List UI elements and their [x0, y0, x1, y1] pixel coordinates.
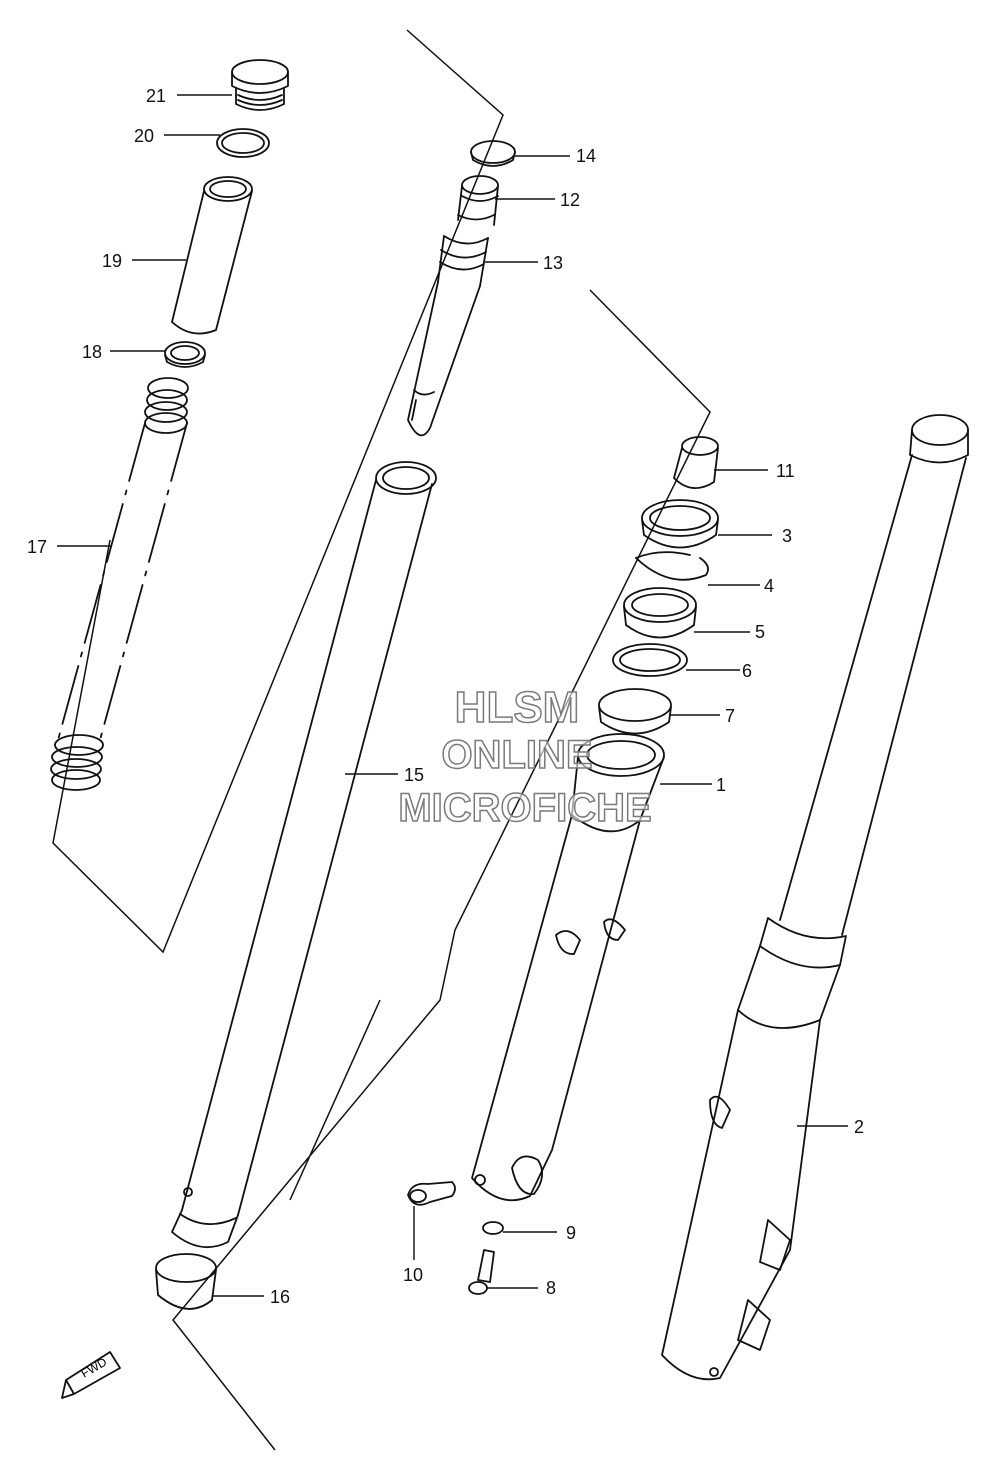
callout-10: 10 — [403, 1265, 423, 1285]
callout-16: 16 — [270, 1287, 290, 1307]
callout-14: 14 — [576, 146, 596, 166]
part-10-axle-bolt[interactable] — [407, 1181, 456, 1206]
callout-15: 15 — [404, 765, 424, 785]
callout-9: 9 — [566, 1223, 576, 1243]
callout-20: 20 — [134, 126, 154, 146]
callout-11: 11 — [776, 461, 795, 481]
fwd-arrow-icon: FWD — [61, 1351, 121, 1399]
leader-lines — [57, 94, 848, 1297]
callout-7: 7 — [725, 706, 735, 726]
watermark-line-3: MICROFICHE — [398, 785, 653, 831]
group-frame-left — [52, 29, 504, 954]
callout-3: 3 — [782, 526, 792, 546]
part-13-piston-ring[interactable] — [407, 235, 489, 437]
part-17-fork-spring[interactable] — [50, 377, 189, 791]
part-14-ring[interactable] — [470, 140, 516, 167]
callout-2: 2 — [854, 1117, 864, 1137]
part-16-dust-seal[interactable] — [155, 1253, 217, 1310]
part-7-guide-bush[interactable] — [598, 688, 672, 735]
callout-12: 12 — [560, 190, 580, 210]
callout-8: 8 — [546, 1278, 556, 1298]
part-4-snap-ring[interactable] — [635, 551, 709, 581]
part-11-collar[interactable] — [673, 436, 719, 489]
part-18-spring-seat[interactable] — [164, 341, 206, 368]
part-9-gasket[interactable] — [482, 1221, 504, 1235]
group-frame-center — [172, 289, 711, 1451]
callout-4: 4 — [764, 576, 774, 596]
callout-1: 1 — [716, 775, 726, 795]
callout-18: 18 — [82, 342, 102, 362]
part-2-front-fork-assy[interactable] — [661, 414, 969, 1381]
part-19-spacer-tube[interactable] — [171, 176, 253, 335]
part-6-washer[interactable] — [612, 643, 688, 677]
part-15-inner-tube[interactable] — [171, 461, 437, 1249]
callout-13: 13 — [543, 253, 563, 273]
part-5-oil-seal[interactable] — [623, 587, 697, 639]
part-21-cap-bolt[interactable] — [231, 59, 289, 111]
callout-19: 19 — [102, 251, 122, 271]
callout-6: 6 — [742, 661, 752, 681]
group-frame-seg — [289, 999, 381, 1201]
part-20-o-ring[interactable] — [216, 128, 270, 158]
watermark-line-2: ONLINE — [441, 732, 594, 778]
part-12-damper-rod[interactable] — [457, 175, 499, 226]
callouts: 21 20 19 18 17 14 12 13 11 3 4 5 6 7 1 1… — [27, 86, 864, 1307]
callout-5: 5 — [755, 622, 765, 642]
part-1-outer-tube[interactable] — [471, 733, 665, 1202]
watermark-line-1: HLSM — [454, 682, 580, 733]
part-3-oil-lock[interactable] — [641, 499, 719, 549]
callout-17: 17 — [27, 537, 47, 557]
callout-21: 21 — [146, 86, 166, 106]
